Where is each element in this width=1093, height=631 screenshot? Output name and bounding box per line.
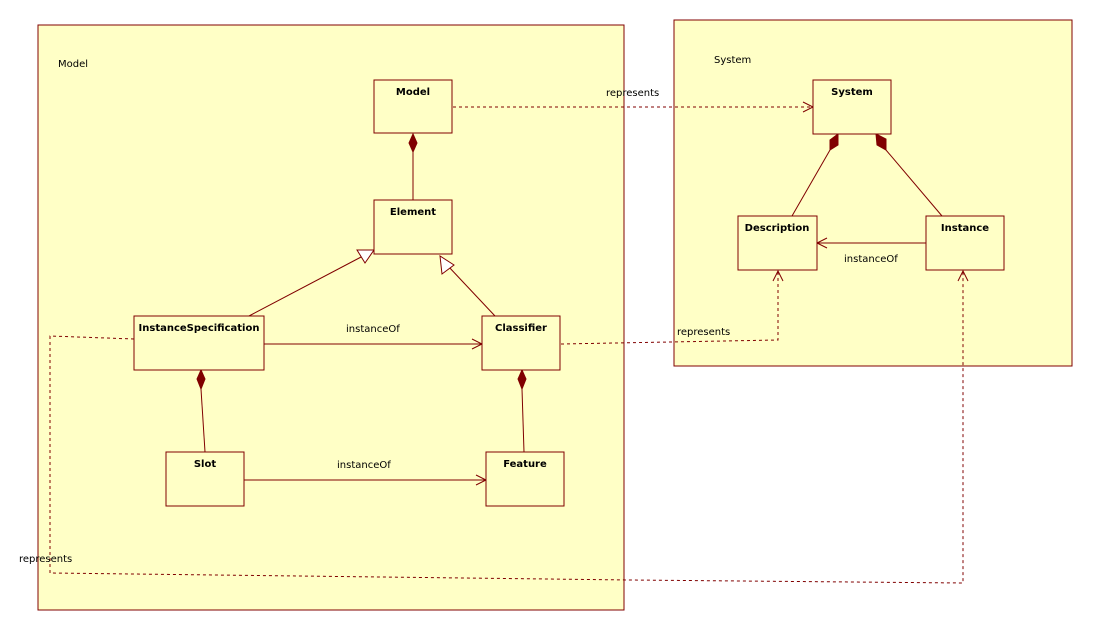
instance-description-label: instanceOf xyxy=(844,254,898,265)
instspec-instance-represents[interactable] xyxy=(49,271,964,584)
description-system-composition[interactable] xyxy=(791,149,831,217)
class-feature-name: Feature xyxy=(503,459,547,470)
composition-diamond-system-right xyxy=(875,133,887,151)
classifier-element-generalization[interactable] xyxy=(447,265,496,317)
instspec-classifier-label: instanceOf xyxy=(346,324,400,335)
class-element-name: Element xyxy=(390,207,436,218)
instspec-instance-label: represents xyxy=(19,554,72,565)
class-slot[interactable]: Slot xyxy=(165,451,245,507)
composition-diamond-model xyxy=(408,132,418,154)
arrowhead-instspec-instance xyxy=(957,269,969,282)
model-system-label: represents xyxy=(606,88,659,99)
instance-system-composition[interactable] xyxy=(885,149,943,217)
class-system[interactable]: System xyxy=(812,79,892,135)
composition-diamond-instspec xyxy=(196,368,206,391)
classifier-description-represents[interactable] xyxy=(560,271,779,345)
class-feature[interactable]: Feature xyxy=(485,451,565,507)
class-instance-specification-name: InstanceSpecification xyxy=(139,323,260,334)
composition-diamond-system-left xyxy=(829,133,839,151)
generalization-arrow-classifier xyxy=(439,255,455,275)
class-classifier[interactable]: Classifier xyxy=(481,315,561,371)
class-description[interactable]: Description xyxy=(737,215,818,271)
class-classifier-name: Classifier xyxy=(495,323,547,334)
class-slot-name: Slot xyxy=(194,459,217,470)
slot-instspec-composition[interactable] xyxy=(200,388,206,453)
system-package[interactable]: System xyxy=(673,19,1073,367)
class-instance-name: Instance xyxy=(941,223,989,234)
class-system-name: System xyxy=(831,87,873,98)
feature-classifier-composition[interactable] xyxy=(521,388,525,453)
generalization-arrow-instspec xyxy=(356,249,375,264)
class-instance[interactable]: Instance xyxy=(925,215,1005,271)
class-model[interactable]: Model xyxy=(373,79,453,134)
classifier-description-label: represents xyxy=(677,327,730,338)
class-element[interactable]: Element xyxy=(373,199,453,255)
class-model-name: Model xyxy=(396,87,430,98)
arrowhead-classifier-description xyxy=(772,269,784,282)
class-instance-specification[interactable]: InstanceSpecification xyxy=(133,315,265,371)
instspec-element-generalization[interactable] xyxy=(248,255,364,317)
class-description-name: Description xyxy=(745,223,810,234)
composition-diamond-classifier xyxy=(517,368,527,391)
slot-feature-label: instanceOf xyxy=(337,460,391,471)
model-package-label: Model xyxy=(58,59,88,70)
system-package-label: System xyxy=(714,55,751,66)
